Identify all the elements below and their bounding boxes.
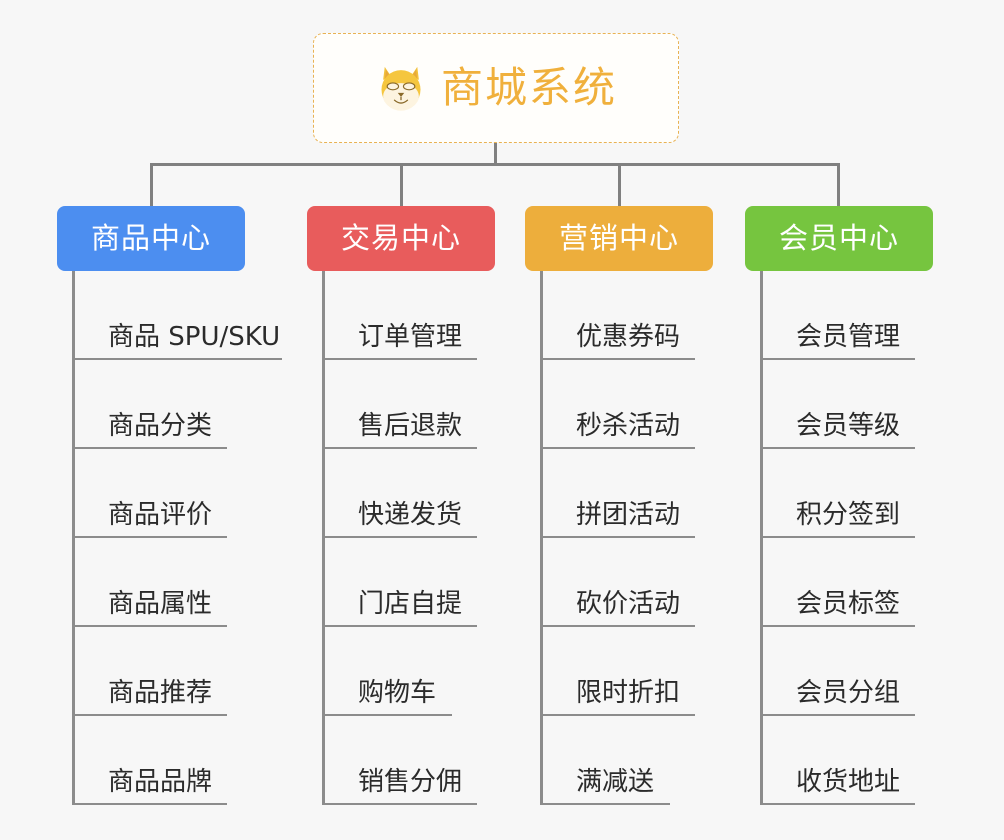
- root-title: 商城系统: [440, 63, 617, 112]
- connector-horizontal-bus: [150, 163, 840, 166]
- leaf-item[interactable]: 商品属性: [72, 538, 282, 627]
- root-node-card[interactable]: 商城系统: [313, 33, 679, 143]
- leaf-item[interactable]: 订单管理: [322, 271, 477, 360]
- category-label: 交易中心: [340, 221, 461, 255]
- leaf-item[interactable]: 会员管理: [760, 271, 915, 360]
- leaf-item[interactable]: 快递发货: [322, 449, 477, 538]
- connector-drop-1: [150, 163, 153, 208]
- leaf-item[interactable]: 限时折扣: [540, 627, 695, 716]
- leaf-item[interactable]: 砍价活动: [540, 538, 695, 627]
- leaf-item[interactable]: 秒杀活动: [540, 360, 695, 449]
- leaf-item[interactable]: 商品推荐: [72, 627, 282, 716]
- leaf-column-1: 商品 SPU/SKU 商品分类 商品评价 商品属性 商品推荐 商品品牌: [72, 271, 282, 805]
- leaf-label: 秒杀活动: [540, 412, 695, 449]
- leaf-item[interactable]: 满减送: [540, 716, 695, 805]
- leaf-column-3: 优惠券码 秒杀活动 拼团活动 砍价活动 限时折扣 满减送: [540, 271, 695, 805]
- leaf-label: 商品属性: [72, 590, 227, 627]
- category-box-4[interactable]: 会员中心: [745, 206, 933, 271]
- leaf-label: 商品推荐: [72, 679, 227, 716]
- leaf-item[interactable]: 售后退款: [322, 360, 477, 449]
- leaf-label: 收货地址: [760, 768, 915, 805]
- leaf-label: 商品分类: [72, 412, 227, 449]
- category-label: 会员中心: [778, 221, 899, 255]
- leaf-item[interactable]: 商品品牌: [72, 716, 282, 805]
- category-box-3[interactable]: 营销中心: [525, 206, 713, 271]
- leaf-item[interactable]: 拼团活动: [540, 449, 695, 538]
- leaf-label: 会员分组: [760, 679, 915, 716]
- connector-drop-3: [618, 163, 621, 208]
- column-spine: [760, 271, 763, 805]
- category-label: 营销中心: [558, 221, 679, 255]
- leaf-label: 会员等级: [760, 412, 915, 449]
- shiba-dog-icon: [375, 62, 427, 114]
- leaf-label: 商品评价: [72, 501, 227, 538]
- leaf-item[interactable]: 会员等级: [760, 360, 915, 449]
- connector-drop-4: [837, 163, 840, 208]
- leaf-item[interactable]: 商品 SPU/SKU: [72, 271, 282, 360]
- leaf-label: 优惠券码: [540, 323, 695, 360]
- leaf-label: 快递发货: [322, 501, 477, 538]
- column-spine: [72, 271, 75, 805]
- leaf-item[interactable]: 会员分组: [760, 627, 915, 716]
- leaf-label: 购物车: [322, 679, 452, 716]
- connector-drop-2: [400, 163, 403, 208]
- category-label: 商品中心: [90, 221, 211, 255]
- leaf-label: 门店自提: [322, 590, 477, 627]
- leaf-label: 会员管理: [760, 323, 915, 360]
- leaf-column-2: 订单管理 售后退款 快递发货 门店自提 购物车 销售分佣: [322, 271, 477, 805]
- leaf-label: 售后退款: [322, 412, 477, 449]
- leaf-item[interactable]: 商品分类: [72, 360, 282, 449]
- leaf-label: 商品 SPU/SKU: [72, 323, 282, 360]
- leaf-item[interactable]: 优惠券码: [540, 271, 695, 360]
- leaf-label: 积分签到: [760, 501, 915, 538]
- leaf-label: 砍价活动: [540, 590, 695, 627]
- leaf-item[interactable]: 商品评价: [72, 449, 282, 538]
- leaf-label: 商品品牌: [72, 768, 227, 805]
- leaf-item[interactable]: 门店自提: [322, 538, 477, 627]
- leaf-item[interactable]: 收货地址: [760, 716, 915, 805]
- leaf-item[interactable]: 购物车: [322, 627, 477, 716]
- leaf-label: 销售分佣: [322, 768, 477, 805]
- leaf-item[interactable]: 销售分佣: [322, 716, 477, 805]
- column-spine: [322, 271, 325, 805]
- leaf-label: 会员标签: [760, 590, 915, 627]
- category-box-2[interactable]: 交易中心: [307, 206, 495, 271]
- category-box-1[interactable]: 商品中心: [57, 206, 245, 271]
- leaf-column-4: 会员管理 会员等级 积分签到 会员标签 会员分组 收货地址: [760, 271, 915, 805]
- leaf-label: 订单管理: [322, 323, 477, 360]
- leaf-item[interactable]: 积分签到: [760, 449, 915, 538]
- column-spine: [540, 271, 543, 805]
- connector-root-stem: [494, 143, 497, 163]
- leaf-label: 限时折扣: [540, 679, 695, 716]
- leaf-label: 拼团活动: [540, 501, 695, 538]
- leaf-item[interactable]: 会员标签: [760, 538, 915, 627]
- leaf-label: 满减送: [540, 768, 670, 805]
